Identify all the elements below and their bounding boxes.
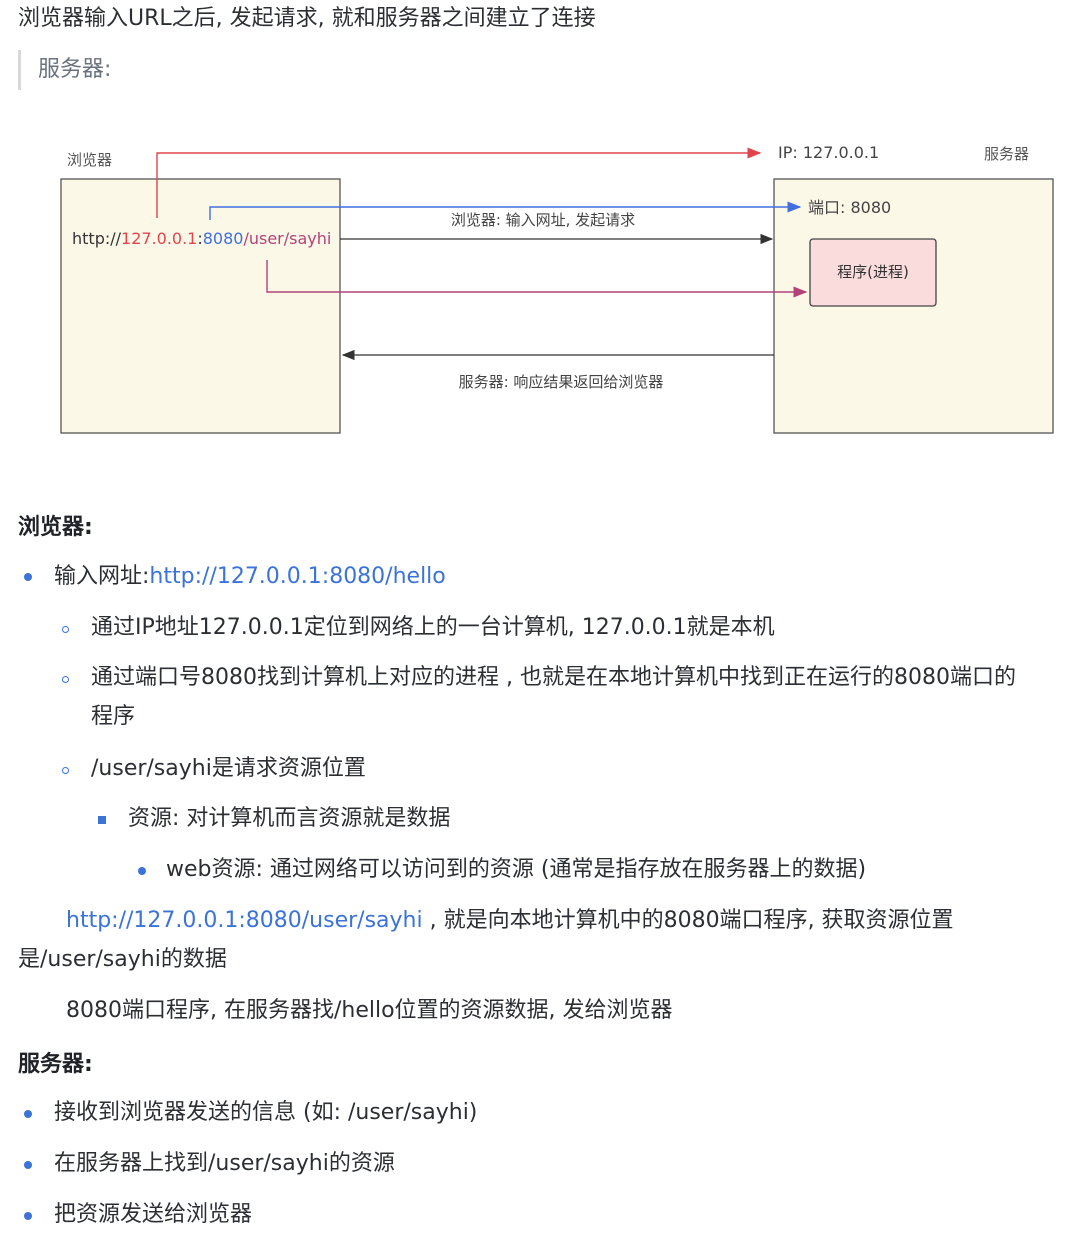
intro-text: 浏览器输入URL之后, 发起请求, 就和服务器之间建立了连接: [18, 6, 596, 31]
bullet-dot-icon: [24, 1161, 32, 1169]
list-item: /user/sayhi是请求资源位置: [91, 756, 366, 781]
bullet-dot-icon: [138, 867, 146, 875]
server-label: 服务器: [984, 145, 1029, 163]
port-label: 端口: 8080: [808, 198, 891, 217]
url-link[interactable]: http://127.0.0.1:8080/user/sayhi: [66, 908, 423, 933]
url-link[interactable]: http://127.0.0.1:8080/hello: [149, 564, 446, 589]
paragraph-continuation: 是/user/sayhi的数据: [18, 947, 227, 972]
browser-label: 浏览器: [67, 151, 112, 169]
bullet-circle-icon: [62, 626, 69, 633]
list-item: 通过端口号8080找到计算机上对应的进程 , 也就是在本地计算机中找到正在运行的…: [91, 665, 1016, 690]
program-label: 程序(进程): [837, 263, 909, 281]
program-box: [809, 238, 937, 307]
list-item: 接收到浏览器发送的信息 (如: /user/sayhi): [54, 1100, 478, 1125]
bullet-circle-icon: [62, 676, 69, 683]
list-item: 通过IP地址127.0.0.1定位到网络上的一台计算机, 127.0.0.1就是…: [91, 615, 775, 640]
bullet-square-icon: [98, 816, 106, 824]
ip-label: IP: 127.0.0.1: [778, 143, 879, 162]
port-arrow: [209, 201, 802, 220]
response-label: 服务器: 响应结果返回给浏览器: [459, 373, 664, 391]
list-item: 资源: 对计算机而言资源就是数据: [128, 806, 451, 831]
list-item: 在服务器上找到/user/sayhi的资源: [54, 1151, 395, 1176]
blockquote-bar: [18, 50, 21, 90]
blockquote-text: 服务器:: [38, 57, 112, 82]
browser-heading: 浏览器:: [18, 515, 93, 540]
list-item: 输入网址:http://127.0.0.1:8080/hello: [54, 561, 446, 593]
diagram-url: http://127.0.0.1:8080/user/sayhi: [72, 229, 331, 248]
paragraph: 8080端口程序, 在服务器找/hello位置的资源数据, 发给浏览器: [66, 998, 673, 1023]
network-diagram: 浏览器 服务器 IP: 127.0.0.1 端口: 8080 程序(进程) ht…: [60, 143, 1054, 434]
bullet-dot-icon: [24, 573, 32, 581]
bullet-dot-icon: [24, 1212, 32, 1220]
paragraph: http://127.0.0.1:8080/user/sayhi , 就是向本地…: [66, 905, 954, 937]
bullet-dot-icon: [24, 1110, 32, 1118]
ip-arrow: [156, 147, 762, 218]
list-item: 把资源发送给浏览器: [54, 1202, 253, 1227]
list-item: web资源: 通过网络可以访问到的资源 (通常是指存放在服务器上的数据): [166, 857, 867, 882]
browser-box: [60, 178, 341, 434]
request-label: 浏览器: 输入网址, 发起请求: [451, 211, 635, 229]
bullet-circle-icon: [62, 767, 69, 774]
list-item-label: 输入网址:: [54, 564, 150, 589]
paragraph-text: , 就是向本地计算机中的8080端口程序, 获取资源位置: [422, 908, 954, 933]
list-item-continuation: 程序: [91, 704, 136, 729]
server-heading: 服务器:: [18, 1052, 93, 1077]
path-arrow: [266, 260, 808, 298]
